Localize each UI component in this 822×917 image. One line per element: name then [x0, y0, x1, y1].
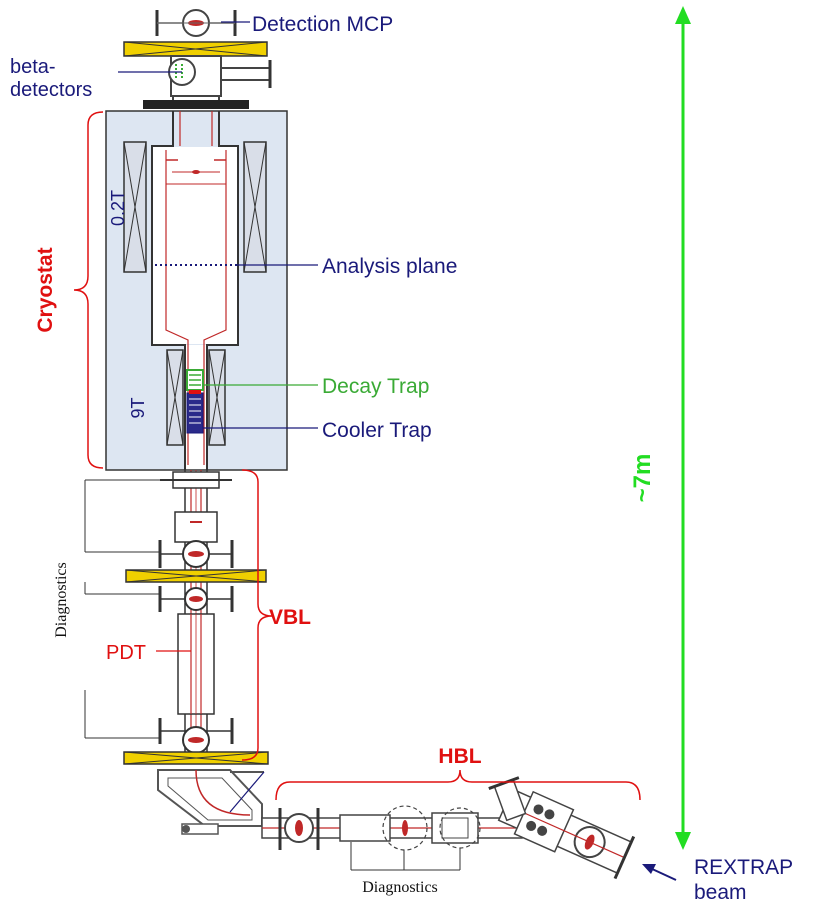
- lower-yellow-flange: [123, 751, 269, 765]
- diagnostics-vertical-label: Diagnostics: [53, 562, 70, 638]
- rextrap-injection-section: [488, 776, 636, 880]
- cooler-trap: [186, 390, 204, 434]
- magnet-0.2t-left: [123, 141, 147, 273]
- pdt-tube: [177, 613, 215, 715]
- cooler-trap-label: Cooler Trap: [322, 419, 432, 442]
- vbl-diagnostic-cross-2: [158, 586, 234, 612]
- diagnostics-horizontal-label: Diagnostics: [362, 879, 438, 896]
- beam-tube-top: [143, 96, 249, 109]
- vbl-diagnostic-cross-3: [158, 718, 234, 754]
- beta-detector-chamber: [168, 55, 272, 97]
- magnet-9t-left: [166, 349, 184, 446]
- pdt-label: PDT: [106, 642, 146, 664]
- field-0.2t-label: 0.2T: [108, 190, 128, 226]
- vbl-flange-stack-top: [160, 471, 232, 543]
- horizontal-beamline: [261, 805, 523, 851]
- vbl-bracket: [241, 469, 273, 761]
- diagnostics-horizontal-leaders: [350, 842, 461, 871]
- beta-detectors-label-line2: detectors: [10, 79, 92, 101]
- rextrap-beam-arrow: [642, 864, 677, 881]
- cryostat-label: Cryostat: [34, 247, 57, 332]
- vbl-diagnostic-cross-1: [158, 540, 234, 568]
- diagnostics-vertical-leaders: [84, 479, 178, 739]
- detection-mcp-label: Detection MCP: [252, 13, 393, 36]
- decay-trap-label: Decay Trap: [322, 375, 429, 398]
- decay-trap: [186, 369, 204, 391]
- beta-detectors-label-line1: beta-: [10, 56, 56, 78]
- field-9t-label: 9T: [128, 397, 148, 418]
- magnet-9t-right: [208, 349, 226, 446]
- electrostatic-bender: [157, 769, 265, 835]
- upper-yellow-flange: [123, 41, 268, 57]
- analysis-plane-label: Analysis plane: [322, 255, 457, 278]
- rextrap-label-line2: beam: [694, 881, 747, 904]
- detection-mcp-chamber: [155, 9, 237, 37]
- hbl-bracket: [275, 769, 641, 801]
- height-scale-label: ~7m: [629, 454, 656, 503]
- vbl-label: VBL: [269, 606, 311, 629]
- height-scale-arrow: [675, 6, 691, 850]
- vbl-yellow-flange: [125, 569, 267, 583]
- magnet-0.2t-right: [243, 141, 267, 273]
- hbl-label: HBL: [438, 745, 481, 768]
- cryostat-bracket: [73, 111, 104, 469]
- label-leaders: [118, 21, 318, 652]
- rextrap-label-line1: REXTRAP: [694, 856, 793, 879]
